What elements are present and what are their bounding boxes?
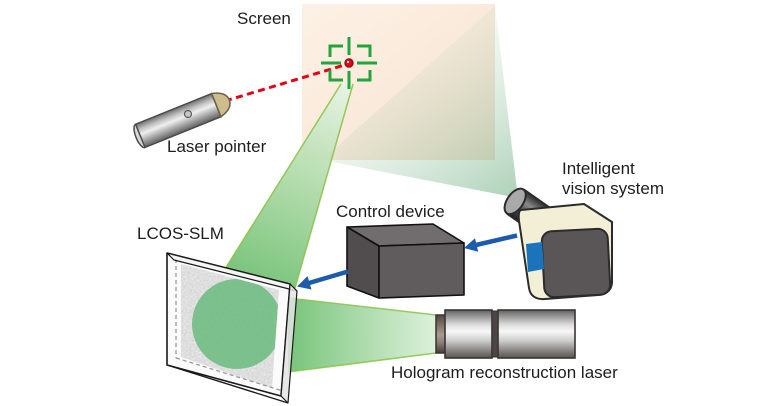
crosshair-cross-lines — [321, 37, 377, 89]
camera-lens-tip — [503, 187, 527, 216]
lcos-slm-device — [166, 252, 298, 404]
hologram-laser-label: Hologram reconstruction laser — [391, 363, 618, 382]
camera-view-cone — [322, 6, 518, 198]
slm-bottom-edge — [166, 364, 289, 404]
crosshair-dot-highlight — [346, 60, 350, 64]
camera-sensor-window — [526, 242, 544, 272]
vision-system-label-line1: Intelligent — [562, 159, 635, 178]
camera-front-face — [540, 227, 612, 299]
holo-beam-bottom-edge — [287, 352, 437, 373]
signal-arrow-control-to-slm — [297, 269, 349, 290]
crosshair-target — [321, 37, 377, 89]
holo-beam-top-edge — [287, 297, 437, 316]
lcos-slm-label: LCOS-SLM — [137, 224, 224, 243]
laser-pointer-tip — [210, 92, 231, 118]
screen-label: Screen — [237, 9, 291, 28]
holo-laser-front-segment — [444, 309, 493, 359]
laser-pointer-button — [183, 109, 193, 119]
slm-to-screen-beam — [224, 83, 354, 289]
crosshair-corner-brackets — [328, 44, 372, 82]
signal-arrow-camera-to-control — [464, 233, 518, 252]
laser-pointer-device — [133, 92, 231, 149]
control-device-front-face — [378, 242, 465, 299]
holo-beam-body — [288, 298, 436, 372]
laser-pointer-label: Laser pointer — [167, 137, 267, 156]
hologram-laser-device — [435, 309, 576, 359]
laser-to-slm-beam — [287, 297, 437, 373]
vision-system-camera — [503, 187, 614, 301]
holo-laser-ring — [491, 310, 499, 358]
holo-laser-back-segment — [497, 309, 576, 359]
arrow2-head — [297, 276, 312, 290]
crosshair-dot — [344, 58, 354, 68]
slm-beam-left-edge — [224, 83, 342, 270]
slm-hidden-edge-bottom — [175, 357, 284, 392]
arrow1-shaft — [475, 233, 518, 248]
arrow2-shaft — [308, 269, 349, 286]
slm-beam-body — [225, 84, 353, 288]
control-device-label: Control device — [336, 202, 445, 221]
vision-system-label-line2: vision system — [562, 179, 664, 198]
slm-beam-right-edge — [294, 83, 354, 289]
control-device-box — [346, 223, 465, 299]
reconstruction-spot — [192, 279, 279, 369]
laser-pointer-dashed-ray — [224, 62, 349, 103]
arrow1-head — [464, 238, 479, 252]
